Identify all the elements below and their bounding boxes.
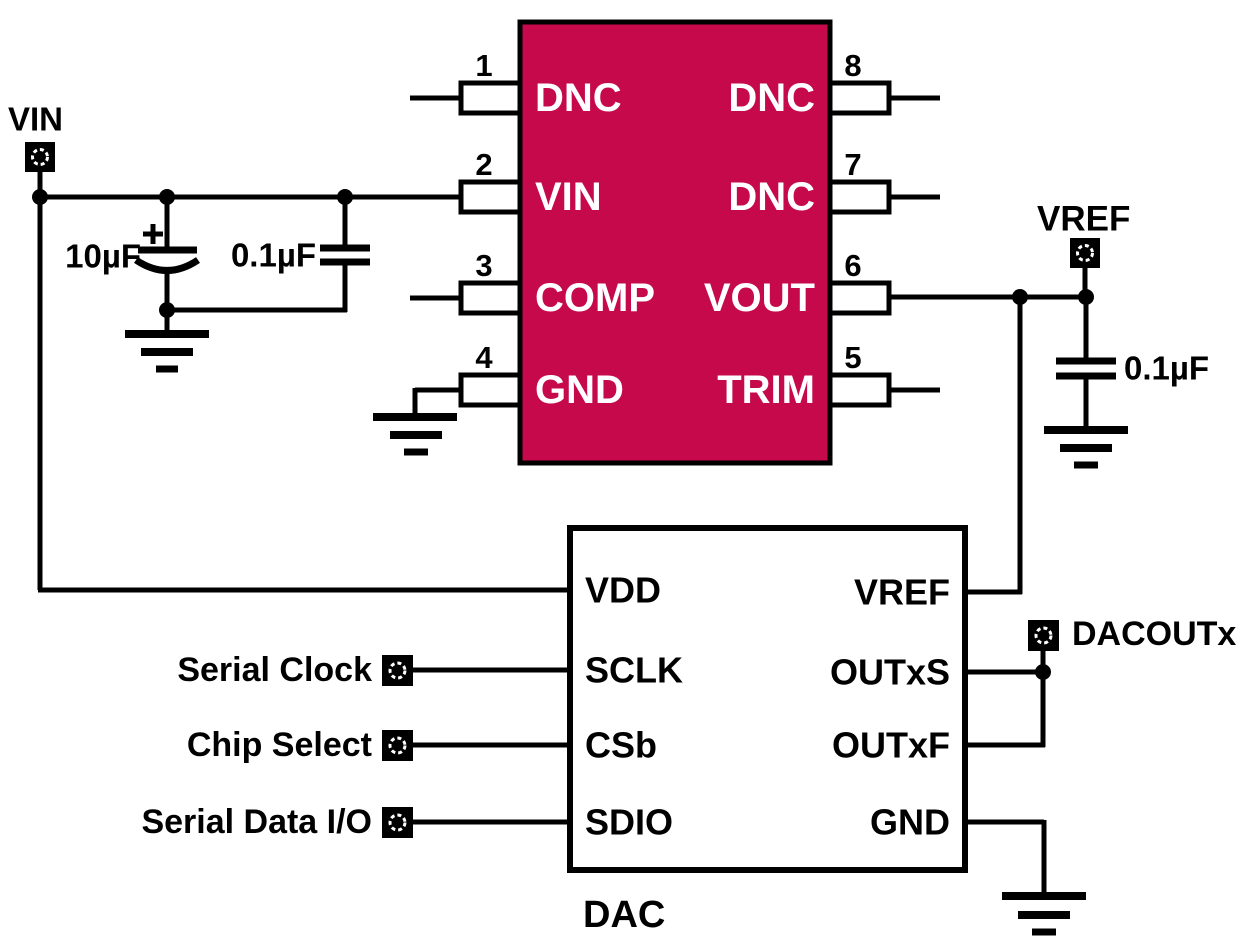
serial-data-terminal-ring [388,813,407,832]
vin-net: VIN [8,101,572,593]
dac-pin-label-vdd: VDD [585,570,661,611]
pin-number-6: 6 [844,248,861,283]
pin-number-8: 8 [844,48,861,83]
dac-pin-label-vref: VREF [854,572,950,613]
pin-number-2: 2 [475,147,492,182]
ic-pin-label-gnd: GND [535,368,624,412]
ic-pin-label-vout: VOUT [704,276,815,320]
pin-number-1: 1 [475,48,492,83]
vref-terminal-label: VREF [1037,200,1130,239]
ground-symbol-input-caps [125,310,209,373]
vin-terminal-label: VIN [8,101,63,138]
capacitor-01uf-input: 0.1µF [159,197,370,318]
ic-pin-label-trim: TRIM [717,368,815,412]
dacout-terminal-square [1028,620,1059,651]
dac-body [567,525,968,873]
pin-box-3 [458,280,523,316]
dac-pin-label-outxs: OUTxS [830,652,950,693]
vin-terminal-square [25,142,55,172]
vref-ic: 1 2 3 4 8 7 6 5 DNC VIN COMP GND DNC DNC… [410,19,940,466]
serial-clock-terminal-icon [382,655,413,686]
dac-pin-label-sclk: SCLK [585,650,683,691]
serial-data-label: Serial Data I/O [141,803,372,841]
dacout-net: DACOUTx [963,615,1236,748]
chip-select-terminal-ring [388,736,407,755]
pin-number-7: 7 [844,147,861,182]
vref-ic-body [517,19,833,466]
dac-pin-label-sdio: SDIO [585,802,673,843]
serial-clock-terminal-ring [388,661,407,680]
chip-select-terminal-icon [382,730,413,761]
serial-clock-net: Serial Clock [177,651,572,689]
dacout-terminal-label: DACOUTx [1072,615,1236,653]
pin-number-4: 4 [475,340,493,375]
vref-terminal-square [1070,238,1100,268]
capacitor-01uf-vref-label: 0.1µF [1124,350,1209,387]
pin-box-1 [458,80,523,116]
pin-number-3: 3 [475,248,492,283]
capacitor-10uf-label: 10µF [65,238,141,275]
pin-box-6 [827,280,892,316]
c1-plate-bottom-curved [134,257,200,274]
ic-pin-label-dnc7: DNC [728,175,815,219]
serial-data-terminal-square [382,807,413,838]
dac-pin-label-csb: CSb [585,725,657,766]
vin-terminal-icon [25,142,55,172]
ic-pin-label-comp: COMP [535,276,655,320]
junction-vin-corner [32,189,48,205]
chip-select-terminal-square [382,730,413,761]
capacitor-01uf-vref: 0.1µF [1044,297,1209,469]
capacitor-01uf-input-label: 0.1µF [231,237,316,274]
chip-select-net: Chip Select [187,726,572,764]
serial-data-terminal-icon [382,807,413,838]
pin-box-2 [458,179,523,215]
dacout-terminal-ring [1034,626,1053,645]
ic-pin-label-dnc1: DNC [535,76,622,120]
ground-symbol-ic-gnd [373,387,461,456]
dac-title: DAC [583,894,665,936]
dac-block: VDD SCLK CSb SDIO VREF OUTxS OUTxF GND D… [567,525,968,936]
pin-box-7 [827,179,892,215]
pin-box-5 [827,372,892,408]
ic-pin-label-dnc8: DNC [728,76,815,120]
vin-terminal-ring [31,148,49,166]
dac-pin-label-gnd: GND [870,802,950,843]
pin-box-8 [827,80,892,116]
dac-pin-label-outxf: OUTxF [832,725,950,766]
pin-number-5: 5 [844,340,861,375]
capacitor-10uf: 10µF [65,197,200,312]
chip-select-label: Chip Select [187,726,372,764]
dac-ground-net [963,819,1086,936]
dacout-terminal-icon [1028,620,1059,651]
vref-terminal-ring [1076,244,1094,262]
vout-vref-net: VREF [889,200,1130,595]
pin-box-4 [458,372,523,408]
serial-data-net: Serial Data I/O [141,803,572,841]
vref-terminal-icon [1070,238,1100,268]
ic-pin-label-vin: VIN [535,175,602,219]
serial-clock-terminal-square [382,655,413,686]
serial-clock-label: Serial Clock [177,651,372,689]
